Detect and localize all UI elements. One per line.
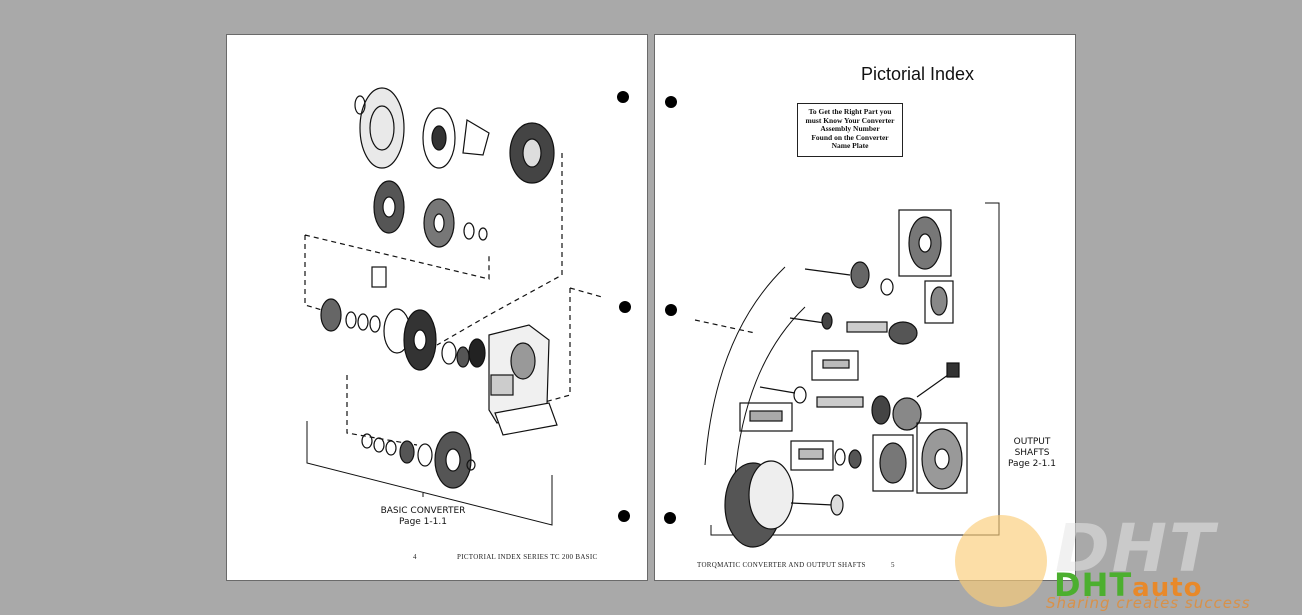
watermark-brand-green: DHT [1054, 566, 1133, 604]
note-line: must Know Your Converter [805, 115, 895, 125]
watermark-tagline: Sharing creates success [1046, 594, 1251, 612]
binder-hole [618, 510, 630, 522]
watermark: DHT DHTauto Sharing creates success [950, 510, 1302, 615]
page-title: Pictorial Index [861, 64, 975, 84]
note-line: To Get the Right Part you [808, 107, 892, 116]
basic-converter-exploded-diagram [304, 87, 603, 526]
label-line1: OUTPUT [1013, 437, 1051, 447]
binder-hole [665, 96, 677, 108]
label-page-ref: Page 1-1.1 [399, 517, 447, 527]
note-line: Assembly Number [820, 124, 880, 133]
page-number: 5 [891, 561, 895, 569]
output-shafts-exploded-diagram [694, 202, 1000, 548]
watermark-big-text: DHT [1055, 510, 1217, 587]
page-footer: TORQMATIC CONVERTER AND OUTPUT SHAFTS [697, 561, 866, 569]
label-page-ref: Page 2-1.1 [1008, 459, 1056, 469]
page-number: 4 [413, 553, 417, 561]
page-footer: PICTORIAL INDEX SERIES TC 200 BASIC [457, 553, 598, 561]
note-line: Name Plate [831, 141, 869, 150]
binder-hole [619, 301, 631, 313]
binder-hole [617, 91, 629, 103]
note-line: Found on the Converter [811, 132, 889, 142]
watermark-brand-orange: auto [1132, 573, 1203, 603]
left-page: BASIC CONVERTER Page 1-1.1 4 PICTORIAL I… [226, 34, 648, 581]
label-title: BASIC CONVERTER [380, 506, 466, 516]
label-line2: SHAFTS [1014, 448, 1050, 458]
binder-hole [665, 304, 677, 316]
watermark-logo-circle [955, 515, 1047, 607]
basic-converter-label: BASIC CONVERTER Page 1-1.1 [357, 506, 489, 528]
watermark-brand: DHTauto [1054, 566, 1203, 604]
assembly-number-note: To Get the Right Part you must Know Your… [797, 103, 903, 157]
output-shafts-label: OUTPUT SHAFTS Page 2-1.1 [999, 437, 1065, 470]
binder-hole [664, 512, 676, 524]
right-page: Pictorial Index To Get the Right Part yo… [654, 34, 1076, 581]
